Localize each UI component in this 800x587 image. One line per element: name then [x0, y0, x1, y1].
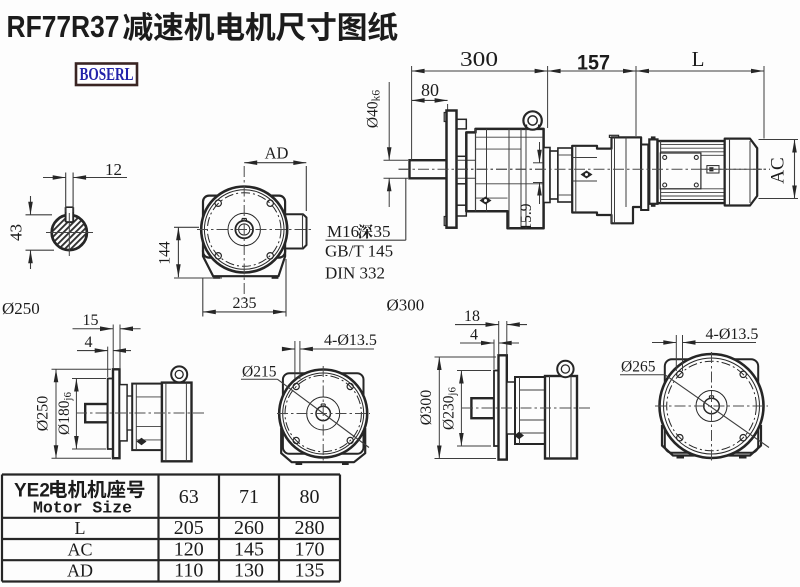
- svg-text:110: 110: [174, 560, 203, 582]
- svg-text:AC: AC: [768, 157, 789, 183]
- svg-text:Ø215: Ø215: [242, 364, 277, 381]
- svg-text:120: 120: [174, 538, 204, 560]
- svg-text:157: 157: [577, 52, 610, 75]
- svg-text:63: 63: [179, 486, 199, 508]
- svg-text:130: 130: [234, 560, 264, 582]
- svg-text:205: 205: [174, 517, 204, 539]
- svg-text:GB/T 145: GB/T 145: [325, 242, 393, 261]
- svg-text:12: 12: [105, 160, 122, 179]
- svg-text:Ø180j6: Ø180j6: [56, 391, 74, 435]
- svg-text:43: 43: [7, 224, 26, 241]
- svg-text:18: 18: [464, 308, 480, 325]
- svg-text:Motor Size: Motor Size: [33, 499, 132, 518]
- svg-text:AD: AD: [265, 144, 289, 163]
- svg-text:170: 170: [295, 538, 325, 560]
- svg-text:144: 144: [156, 241, 173, 265]
- svg-text:Ø265: Ø265: [621, 359, 656, 376]
- svg-text:15: 15: [83, 312, 99, 329]
- svg-text:DIN 332: DIN 332: [325, 264, 385, 283]
- svg-text:4: 4: [85, 334, 93, 351]
- svg-text:145: 145: [234, 538, 264, 560]
- svg-text:300: 300: [460, 47, 498, 71]
- svg-text:Ø300: Ø300: [418, 390, 435, 426]
- svg-text:235: 235: [233, 295, 257, 312]
- svg-text:80: 80: [421, 80, 439, 100]
- svg-text:Ø250: Ø250: [35, 396, 52, 432]
- svg-text:4-Ø13.5: 4-Ø13.5: [706, 326, 759, 343]
- svg-text:71: 71: [239, 486, 259, 508]
- svg-text:15.9: 15.9: [518, 203, 535, 230]
- svg-text:80: 80: [300, 486, 320, 508]
- svg-text:RF77R37: RF77R37: [7, 9, 120, 44]
- svg-text:AC: AC: [67, 539, 92, 559]
- svg-text:4: 4: [470, 327, 478, 344]
- svg-text:L: L: [75, 518, 86, 538]
- svg-text:YE2: YE2: [14, 481, 50, 502]
- svg-text:BOSERL: BOSERL: [80, 64, 134, 84]
- svg-text:4-Ø13.5: 4-Ø13.5: [324, 332, 377, 349]
- svg-text:260: 260: [234, 517, 264, 539]
- svg-text:135: 135: [295, 560, 325, 582]
- svg-text:Ø300: Ø300: [387, 296, 425, 315]
- svg-text:AD: AD: [67, 561, 93, 581]
- svg-text:280: 280: [295, 517, 325, 539]
- svg-text:Ø230j6: Ø230j6: [441, 386, 459, 430]
- svg-text:Ø250: Ø250: [2, 299, 40, 318]
- svg-text:L: L: [692, 47, 705, 71]
- svg-text:M16: M16: [327, 222, 359, 241]
- svg-text:35: 35: [374, 222, 391, 241]
